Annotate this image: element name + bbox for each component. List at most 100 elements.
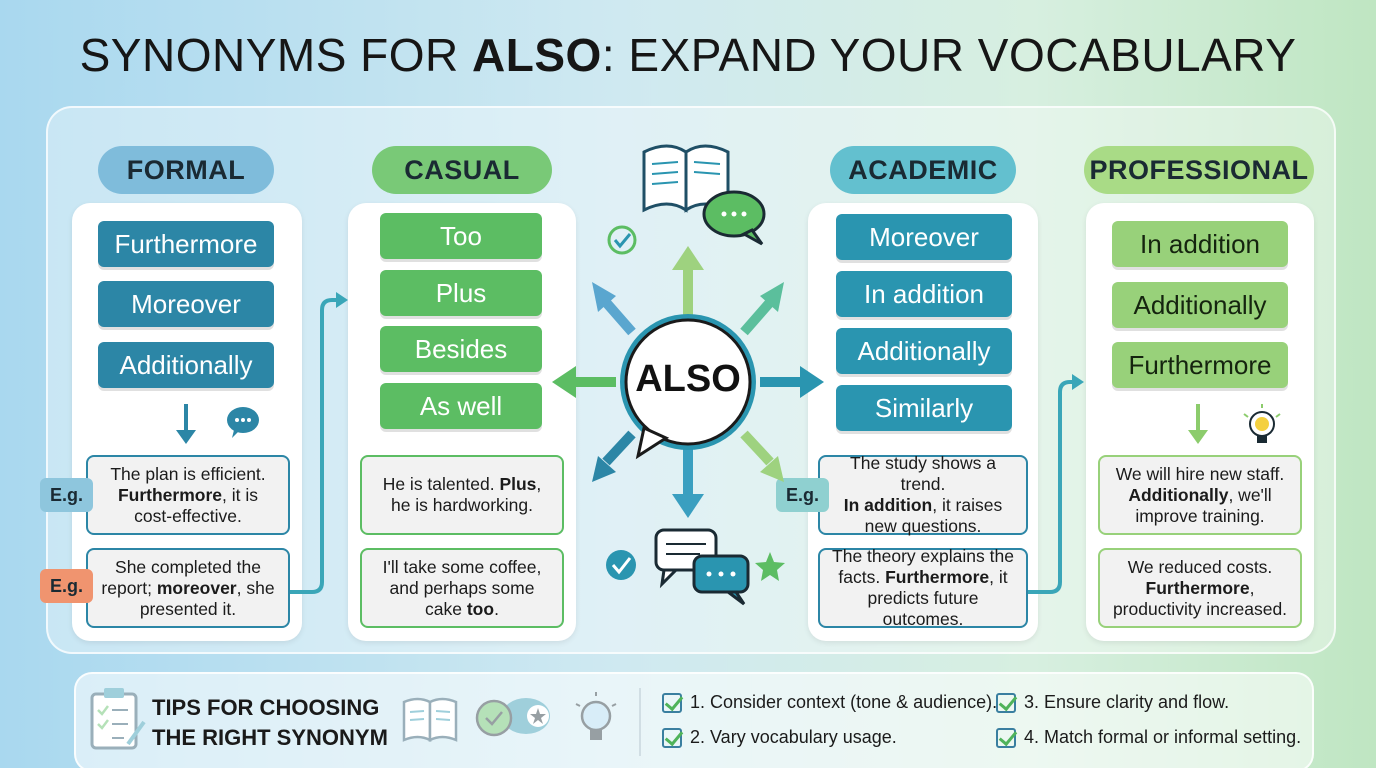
synonym-too: Too (380, 213, 542, 259)
example-line: In addition, it raises (828, 495, 1018, 516)
example-keyword: moreover (156, 577, 237, 598)
example-keyword: too (466, 598, 495, 619)
example-keyword: Furthermore (1145, 577, 1250, 598)
category-casual: CASUAL (372, 146, 552, 194)
example-phrase: facts. (838, 567, 886, 587)
synonym-furthermore: Furthermore (1112, 342, 1288, 388)
synonym-as-well: As well (380, 383, 542, 429)
example-phrase: , (1249, 577, 1255, 598)
example-line: He is talented. Plus, (383, 474, 542, 495)
example-keyword: Additionally (1128, 484, 1229, 505)
example-text: We will hire new staff.Additionally, we'… (1116, 464, 1285, 527)
example-line: We reduced costs. (1113, 557, 1287, 578)
example-keyword: In addition (843, 495, 933, 515)
example-line: The study shows a trend. (828, 453, 1018, 495)
example-phrase: , it is (222, 484, 258, 505)
tip-item: 4. Match formal or informal setting. (996, 727, 1301, 748)
example-line: We will hire new staff. (1116, 464, 1285, 485)
example-line: Furthermore, (1113, 578, 1287, 599)
example-line: presented it. (101, 599, 274, 620)
example-phrase: cake (425, 598, 467, 619)
check-circle-icon (607, 225, 637, 255)
example-line: improve training. (1116, 506, 1285, 527)
synonym-plus: Plus (380, 270, 542, 316)
example-phrase: presented it. (139, 598, 237, 619)
example-keyword: Plus (499, 474, 537, 494)
example-line: new questions. (828, 516, 1018, 537)
example-phrase: productivity increased. (1112, 598, 1288, 619)
example-text: We reduced costs.Furthermore,productivit… (1113, 557, 1287, 620)
example-phrase: . (494, 598, 499, 619)
example-phrase: and perhaps some (389, 577, 535, 598)
checkbox-icon (662, 692, 682, 713)
synonym-in-addition: In addition (836, 271, 1012, 317)
synonym-furthermore: Furthermore (98, 221, 274, 267)
synonym-besides: Besides (380, 326, 542, 372)
example-phrase: new questions. (864, 516, 982, 536)
example-keyword: Furthermore (885, 567, 990, 587)
tip-item: 3. Ensure clarity and flow. (996, 692, 1229, 713)
example-phrase: She completed the (115, 556, 261, 577)
example-line: report; moreover, she (101, 578, 274, 599)
example-phrase: he is hardworking. (390, 495, 533, 515)
example-casual-1: He is talented. Plus,he is hardworking. (360, 455, 564, 535)
page-title: SYNONYMS FOR ALSO: EXPAND YOUR VOCABULAR… (79, 29, 1297, 81)
radiating-arrows (552, 246, 824, 518)
example-line: cost-effective. (110, 506, 265, 527)
example-phrase: , she (236, 577, 275, 598)
down-arrow-icon (176, 404, 196, 444)
tips-title: TIPS FOR CHOOSING THE RIGHT SYNONYM (152, 695, 388, 750)
checkbox-icon (996, 727, 1016, 748)
chat-bubbles-icon (654, 528, 750, 606)
example-line: The plan is efficient. (110, 464, 265, 485)
example-line: I'll take some coffee, (383, 557, 542, 578)
checkbox-icon (662, 727, 682, 748)
example-phrase: The study shows a trend. (850, 453, 996, 494)
example-phrase: , (536, 474, 542, 494)
check-circle-icon (606, 550, 636, 580)
lightbulb-icon (1243, 404, 1281, 443)
tip-item: 1. Consider context (tone & audience). (662, 692, 997, 713)
hub-label: ALSO (635, 358, 741, 400)
example-phrase: cost-effective. (134, 505, 242, 526)
example-text: He is talented. Plus,he is hardworking. (383, 474, 542, 516)
example-line: The theory explains the (828, 546, 1018, 567)
example-line: productivity increased. (1113, 599, 1287, 620)
example-phrase: , it raises (932, 495, 1003, 515)
category-formal: FORMAL (98, 146, 274, 194)
synonym-additionally: Additionally (98, 342, 274, 388)
synonym-additionally: Additionally (1112, 282, 1288, 328)
example-line: he is hardworking. (383, 495, 542, 516)
example-professional-1: We will hire new staff.Additionally, we'… (1098, 455, 1302, 535)
speech-bubble-icon (702, 190, 766, 246)
example-text: The study shows a trend.In addition, it … (828, 453, 1018, 537)
example-phrase: We reduced costs. (1127, 556, 1273, 577)
example-phrase: The plan is efficient. (110, 463, 266, 484)
example-keyword: Furthermore (117, 484, 223, 505)
example-phrase: I'll take some coffee, (382, 556, 542, 577)
example-line: and perhaps some (383, 578, 542, 599)
example-line: cake too. (383, 599, 542, 620)
synonym-additionally: Additionally (836, 328, 1012, 374)
tips-panel (74, 672, 1314, 768)
category-academic: ACADEMIC (830, 146, 1016, 194)
example-line: predicts future outcomes. (828, 588, 1018, 630)
example-phrase: He is talented. (382, 474, 500, 494)
example-phrase: The theory explains the (832, 546, 1014, 566)
example-line: Additionally, we'll (1116, 485, 1285, 506)
also-speech-bubble (620, 314, 756, 460)
synonym-moreover: Moreover (836, 214, 1012, 260)
checkbox-icon (996, 692, 1016, 713)
category-professional: PROFESSIONAL (1084, 146, 1314, 194)
example-phrase: , we'll (1228, 484, 1272, 505)
down-arrow-icon (1188, 404, 1208, 444)
example-phrase: We will hire new staff. (1115, 463, 1285, 484)
example-phrase: predicts future outcomes. (867, 588, 979, 629)
synonym-moreover: Moreover (98, 281, 274, 327)
example-phrase: report; (101, 577, 157, 598)
